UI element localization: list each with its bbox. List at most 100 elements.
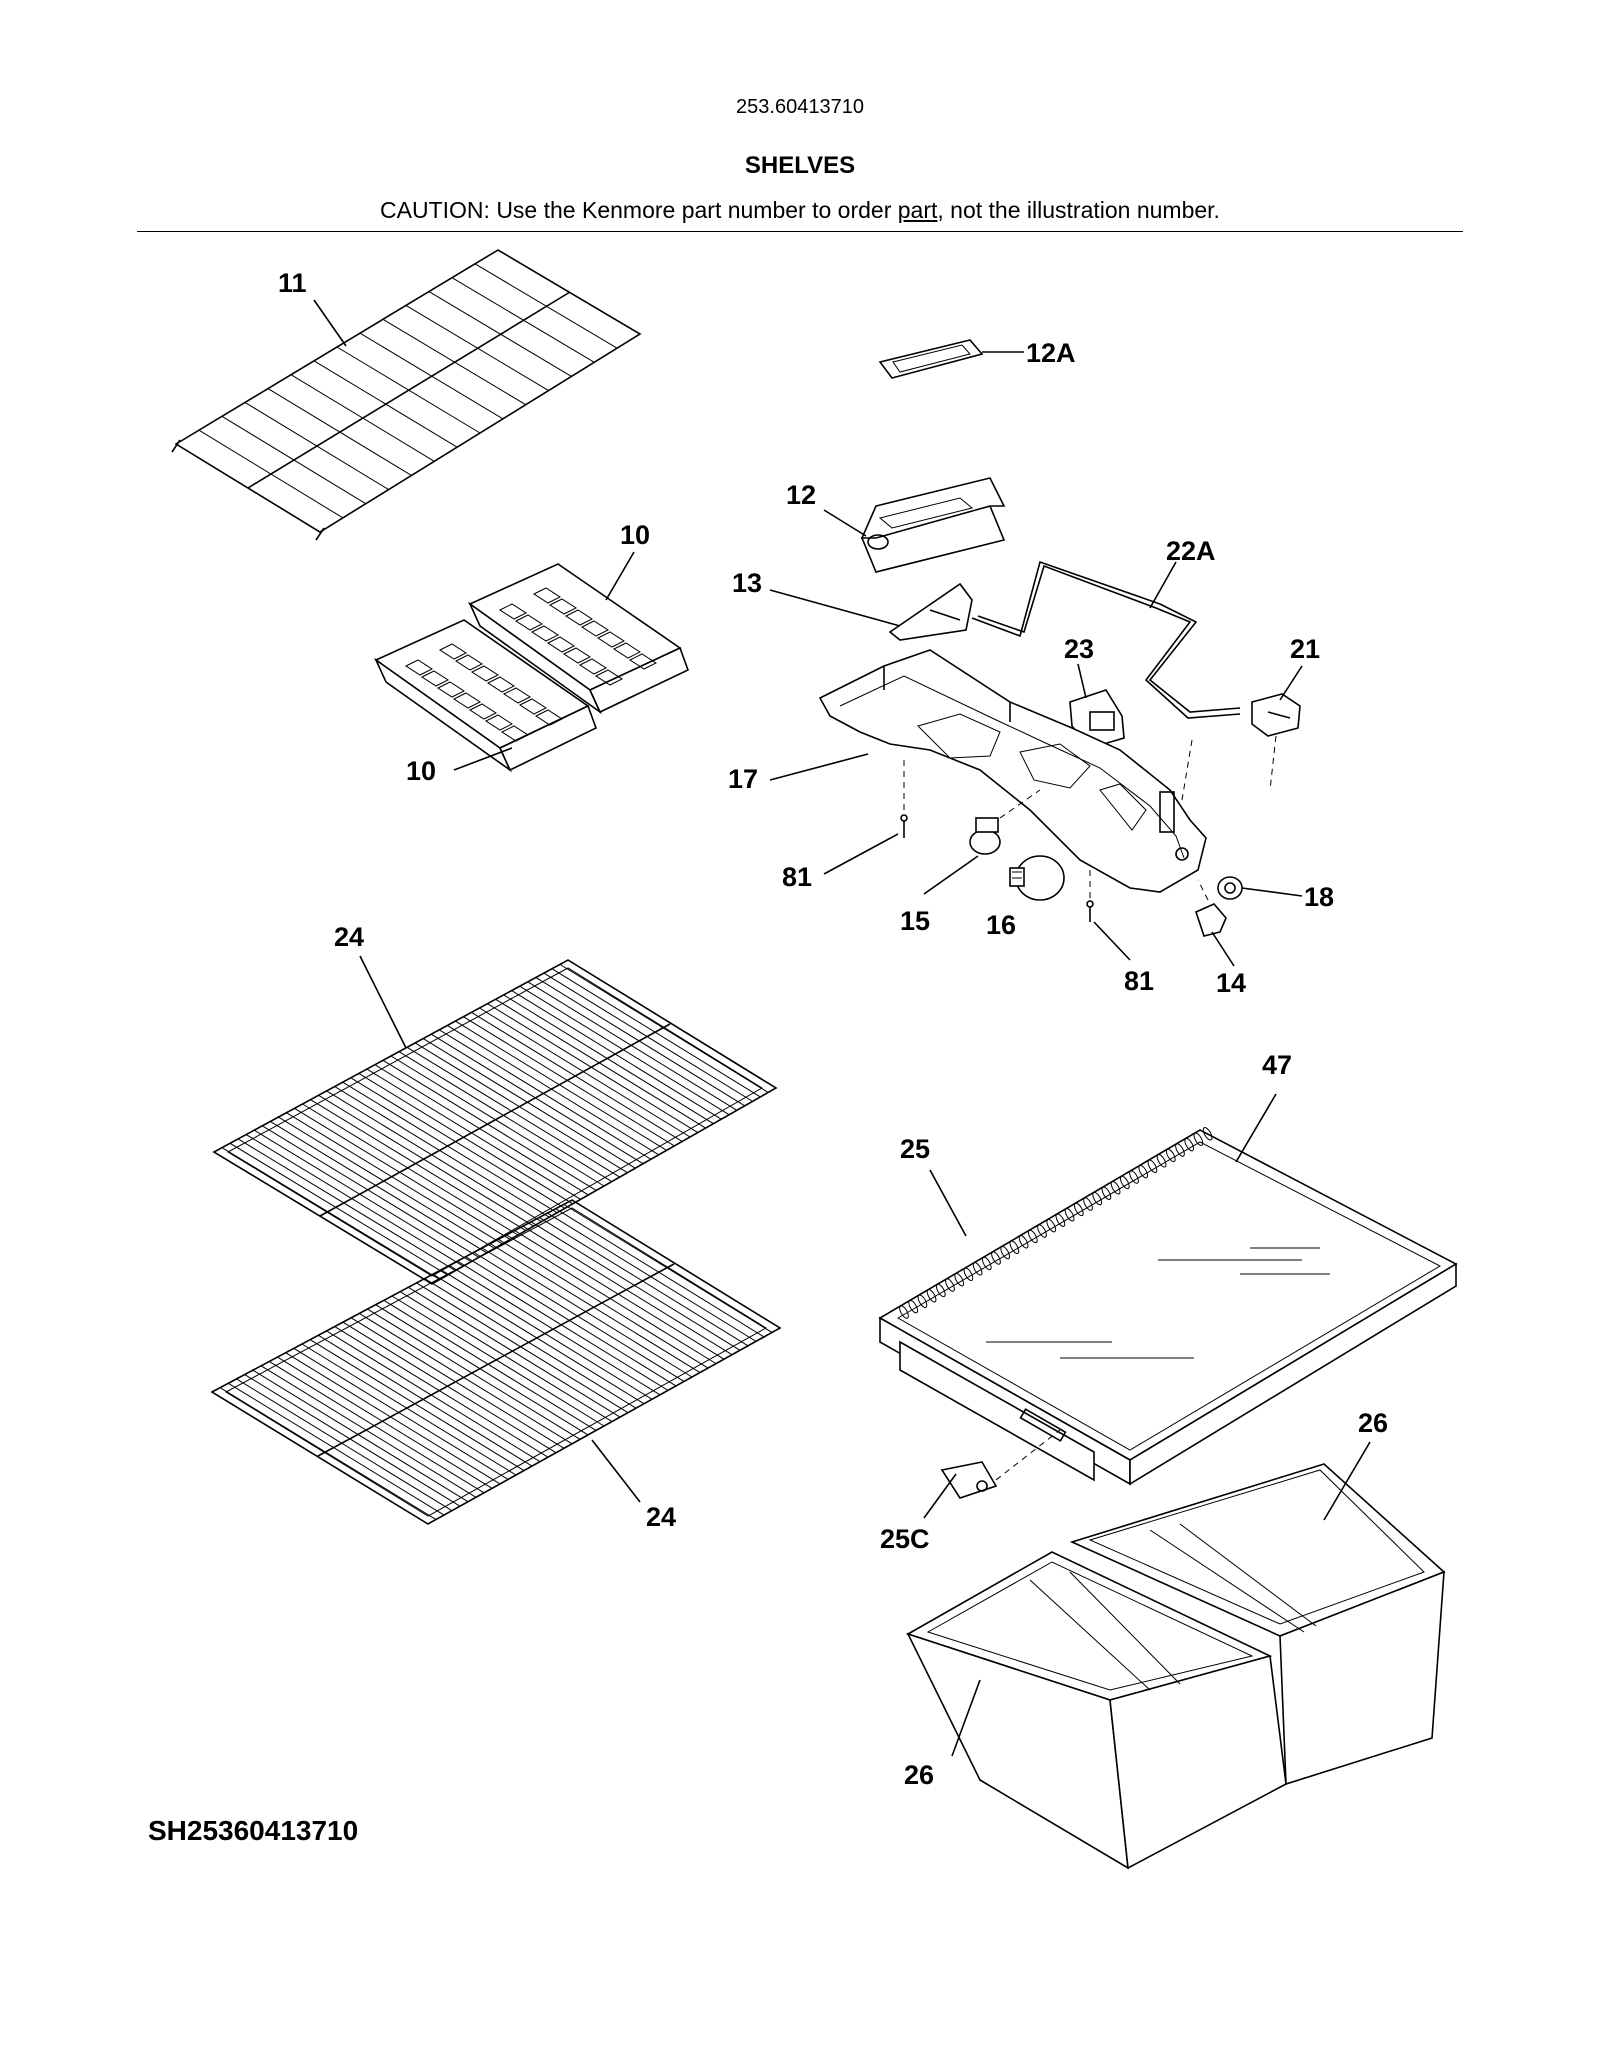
- crisper-cover-25: [878, 1127, 1458, 1486]
- vent-slot: [1092, 1191, 1103, 1206]
- wire-rung: [563, 1203, 773, 1333]
- vent-slot: [1064, 1208, 1075, 1222]
- ice-cube-cell: [470, 665, 500, 682]
- caution-note: CAUTION: Use the Kenmore part number to …: [0, 197, 1600, 224]
- wire-rung: [535, 977, 745, 1107]
- wire-rung: [559, 963, 769, 1093]
- wire-rung: [422, 1038, 636, 1169]
- callout-23: 23: [1064, 634, 1094, 664]
- wire-rung: [301, 1343, 517, 1476]
- wire-rung: [503, 994, 714, 1125]
- damper-13: [888, 582, 973, 641]
- vent-slot: [1156, 1154, 1167, 1168]
- caution-text-end: , not the illustration number.: [937, 197, 1220, 223]
- wire-rung: [366, 1068, 581, 1200]
- callout-18: 18: [1304, 882, 1334, 912]
- wire-rung: [253, 1129, 472, 1263]
- ice-cube-cell: [438, 643, 468, 660]
- ice-cube-cell: [500, 725, 530, 742]
- wire-rung: [479, 1007, 691, 1138]
- vent-slot: [935, 1283, 946, 1298]
- ice-cube-cell: [454, 654, 484, 671]
- wire-rung: [383, 1299, 597, 1431]
- vent-slot: [1073, 1202, 1084, 1217]
- ice-cube-cell: [534, 709, 564, 726]
- vent-slot: [1193, 1132, 1204, 1146]
- humidity-control-25c: [940, 1429, 1061, 1499]
- callout-81-left: 81: [782, 862, 812, 892]
- wire-rung: [449, 1265, 661, 1396]
- light-switch-14: [1195, 879, 1227, 937]
- wire-rung: [399, 1291, 613, 1422]
- wire-rung: [543, 972, 753, 1102]
- wire-rung: [310, 1099, 527, 1231]
- model-number: 253.60413710: [736, 96, 864, 118]
- screw-81-left: [900, 760, 908, 838]
- wire-rung: [244, 1374, 461, 1507]
- wire-rung: [350, 1317, 565, 1449]
- vent-slot: [963, 1267, 974, 1281]
- vent-slot: [1110, 1181, 1121, 1195]
- wire-rung: [334, 1086, 550, 1218]
- wire-rung: [294, 1107, 511, 1240]
- wire-rung: [382, 318, 526, 406]
- wire-rung: [487, 1003, 699, 1133]
- callout-47: 47: [1262, 1050, 1292, 1080]
- ice-cube-cell: [578, 658, 608, 675]
- callout-21: 21: [1290, 634, 1320, 664]
- vent-slot: [1027, 1229, 1038, 1244]
- wire-rung: [350, 1077, 566, 1209]
- wire-rung: [391, 1295, 605, 1427]
- wire-rung: [219, 1387, 437, 1520]
- ice-cube-cell: [486, 676, 516, 693]
- ice-cube-cell: [532, 587, 562, 604]
- caution-part-link[interactable]: part: [897, 197, 938, 223]
- ice-cube-cell: [594, 669, 624, 686]
- wire-rung: [326, 1090, 542, 1223]
- vent-slot: [1101, 1186, 1112, 1200]
- vent-slot: [954, 1272, 965, 1287]
- callout-17: 17: [728, 764, 758, 794]
- wire-rung: [244, 402, 389, 490]
- ice-cube-cell: [452, 692, 482, 709]
- callout-15: 15: [900, 906, 930, 936]
- vent-slot: [1184, 1137, 1195, 1152]
- callout-24-upper: 24: [334, 922, 364, 952]
- ice-cube-cell: [502, 687, 532, 704]
- wire-rung: [278, 1116, 495, 1249]
- wire-rung: [451, 277, 595, 363]
- vent-slot: [972, 1262, 983, 1276]
- wire-rung: [342, 1081, 558, 1214]
- wire-rung: [506, 1234, 717, 1365]
- wire-rung: [416, 1282, 629, 1414]
- section-title: SHELVES: [744, 152, 856, 179]
- wire-rung: [286, 1112, 503, 1245]
- vent-slot: [917, 1294, 928, 1308]
- vent-slot: [991, 1251, 1001, 1265]
- header-divider: [137, 231, 1463, 232]
- wire-rung: [375, 1304, 589, 1436]
- wire-rung: [302, 1103, 519, 1236]
- ice-tray-lower: [374, 619, 597, 773]
- wire-rung: [447, 1025, 659, 1156]
- callout-12a: 12A: [1026, 338, 1076, 368]
- callout-81-right: 81: [1124, 966, 1154, 996]
- vent-slot: [1018, 1235, 1029, 1249]
- vent-slot: [1083, 1197, 1093, 1211]
- caution-text-start: CAUTION: Use the Kenmore part number to …: [380, 197, 898, 223]
- wire-rung: [551, 968, 761, 1098]
- ice-cube-cell: [420, 670, 450, 687]
- crisper-drawer-right: [1069, 1463, 1446, 1786]
- callout-16: 16: [986, 910, 1016, 940]
- callout-25: 25: [900, 1134, 930, 1164]
- wire-harness-22a: [971, 560, 1241, 719]
- wire-rung: [428, 291, 572, 377]
- wire-rung: [473, 1251, 685, 1382]
- vent-slot: [1147, 1159, 1158, 1173]
- freezer-wire-shelf: [171, 249, 642, 541]
- ice-cube-cell: [580, 620, 610, 637]
- vent-slot: [1009, 1240, 1020, 1254]
- vent-slot: [1046, 1218, 1057, 1233]
- wire-rung: [406, 1046, 620, 1178]
- leader-lines: [313, 299, 1371, 1757]
